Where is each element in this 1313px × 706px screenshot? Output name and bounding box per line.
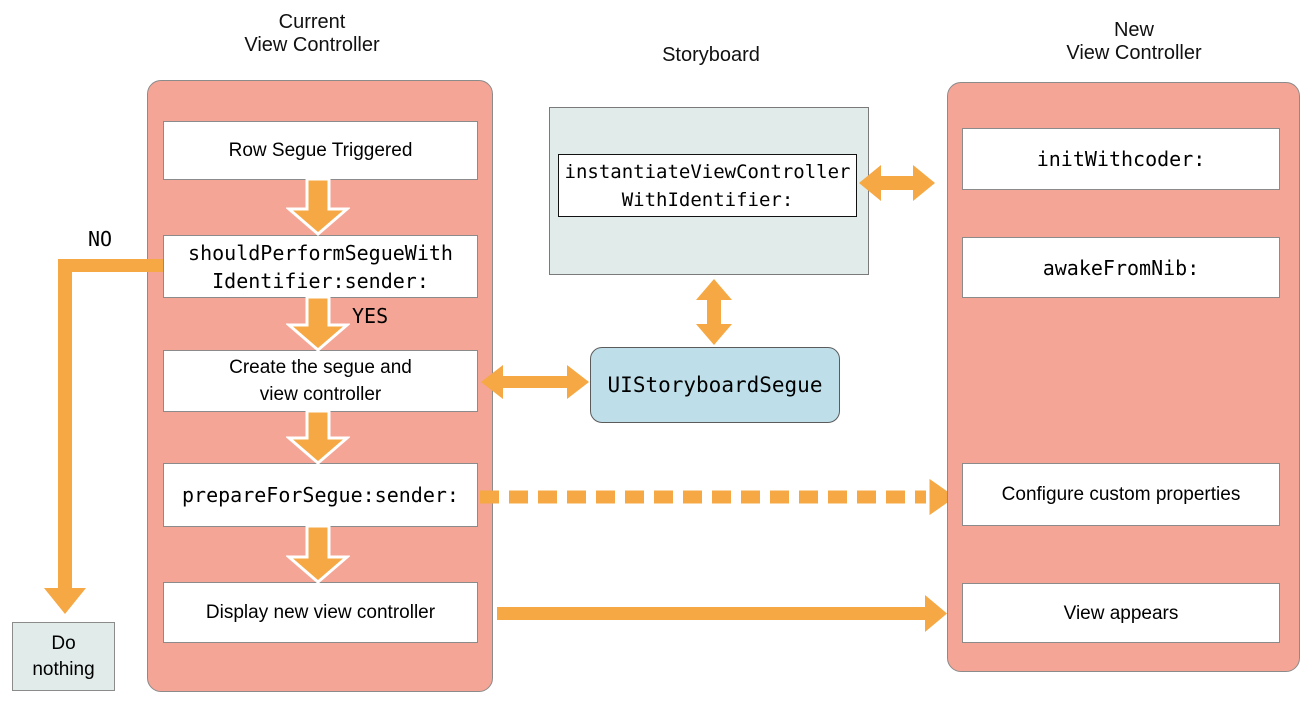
no-branch-arrow-icon: [44, 259, 163, 614]
step-row-segue-triggered: Row Segue Triggered: [163, 121, 478, 180]
double-arrow-horizontal-icon: [481, 365, 589, 399]
dashed-arrow-icon: [480, 474, 961, 520]
double-arrow-horizontal-icon: [859, 165, 935, 201]
new-view-controller-title: New View Controller: [1066, 19, 1202, 64]
step-should-perform-segue: shouldPerformSegueWith Identifier:sender…: [163, 235, 478, 298]
solid-arrow-icon: [497, 595, 947, 632]
step-create-segue: Create the segue and view controller: [163, 350, 478, 412]
step-view-appears: View appears: [962, 583, 1280, 643]
double-arrow-vertical-icon: [696, 279, 732, 345]
arrow-down-icon: [286, 410, 350, 465]
instantiate-view-controller-box: instantiateViewController WithIdentifier…: [558, 154, 857, 217]
arrow-down-icon: [286, 296, 350, 352]
step-display-new-view-controller: Display new view controller: [163, 582, 478, 643]
do-nothing-box: Do nothing: [12, 622, 115, 691]
arrow-down-icon: [286, 525, 350, 584]
yes-label: YES: [352, 304, 389, 328]
step-configure-custom-properties: Configure custom properties: [962, 463, 1280, 526]
step-init-with-coder: initWithcoder:: [962, 128, 1280, 190]
no-label: NO: [88, 227, 113, 251]
step-prepare-for-segue: prepareForSegue:sender:: [163, 463, 478, 527]
arrow-down-icon: [286, 178, 350, 236]
uistoryboardsegue-box: UIStoryboardSegue: [590, 347, 840, 423]
step-awake-from-nib: awakeFromNib:: [962, 237, 1280, 298]
current-view-controller-title: Current View Controller: [244, 11, 380, 56]
storyboard-title: Storyboard: [662, 44, 760, 66]
